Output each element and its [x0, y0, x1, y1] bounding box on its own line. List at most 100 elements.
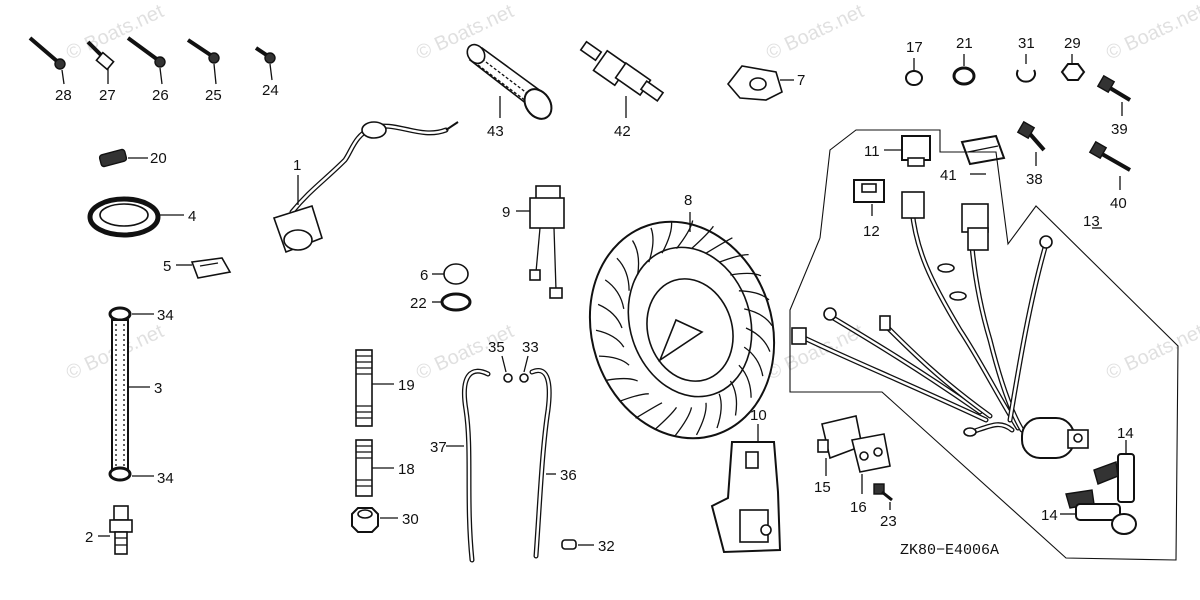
part-7-gasket: [726, 65, 783, 101]
part-14-key-upper: [1093, 453, 1135, 503]
watermark-4: © Boats.net: [1103, 0, 1200, 64]
callout-1: 1: [293, 157, 301, 174]
part-25-bolt: [186, 38, 220, 64]
part-34-clip-bottom: [108, 466, 132, 482]
callout-26: 26: [152, 87, 169, 104]
callout-14-upper: 14: [1117, 425, 1134, 442]
watermark-8: © Boats.net: [1103, 320, 1200, 384]
callout-37: 37: [430, 439, 447, 456]
part-15-switch: [817, 415, 863, 460]
part-27-bolt: [86, 40, 115, 71]
callout-35: 35: [488, 339, 505, 356]
callout-3: 3: [154, 380, 162, 397]
part-16-plate: [851, 433, 891, 473]
part-29-nut: [1060, 63, 1086, 81]
part-5-clamp: [190, 257, 232, 279]
callout-17: 17: [906, 39, 923, 56]
callout-29: 29: [1064, 35, 1081, 52]
part-14-key-lower: [1065, 489, 1137, 535]
flywheel-fin: [595, 329, 625, 348]
part-13-wire-harness: [789, 129, 1179, 561]
flywheel-fin: [631, 240, 640, 276]
flywheel-fin: [729, 380, 738, 416]
flywheel-fin: [604, 279, 625, 310]
part-22-o-ring: [440, 292, 472, 312]
part-3-tube: [111, 319, 129, 471]
callout-25: 25: [205, 87, 222, 104]
drawing-code: ZK80−E4006A: [900, 542, 999, 559]
callout-39: 39: [1111, 121, 1128, 138]
part-10-bracket: [710, 441, 782, 554]
flywheel-fin: [675, 220, 694, 250]
part-34-clip-top: [108, 306, 132, 322]
callout-5: 5: [163, 258, 171, 275]
part-17-washer: [905, 70, 923, 86]
flywheel-fin: [738, 364, 752, 398]
part-40-bolt: [1088, 140, 1131, 172]
callout-7: 7: [797, 72, 805, 89]
callout-11: 11: [864, 143, 880, 160]
callout-21: 21: [956, 35, 973, 52]
part-41-fuse-holder: [960, 134, 1006, 166]
flywheel-fin: [730, 272, 762, 277]
part-6-cap: [443, 263, 469, 285]
part-31-lock-washer: [1016, 69, 1036, 83]
flywheel-fin: [661, 221, 673, 254]
part-39-bolt: [1096, 74, 1132, 102]
callout-31: 31: [1018, 35, 1035, 52]
flywheel-fin: [648, 227, 654, 263]
callout-12: 12: [863, 223, 880, 240]
part-21-washer: [952, 66, 976, 86]
callout-23: 23: [880, 513, 897, 530]
callout-19: 19: [398, 377, 415, 394]
flywheel-fin: [718, 253, 749, 263]
flywheel-fin: [691, 225, 714, 250]
flywheel-fin: [695, 402, 707, 436]
part-19-stud: [355, 349, 373, 427]
callout-10: 10: [750, 407, 767, 424]
flywheel-fin: [744, 308, 773, 327]
callout-27: 27: [99, 87, 116, 104]
part-42-fuel-fitting: [579, 40, 665, 102]
flywheel-fin: [745, 327, 771, 352]
callout-6: 6: [420, 267, 428, 284]
flywheel-fin: [635, 402, 663, 419]
callout-43: 43: [487, 123, 504, 140]
part-38-bolt: [1016, 120, 1046, 152]
callout-16: 16: [850, 499, 867, 516]
callout-2: 2: [85, 529, 93, 546]
flywheel-fin: [716, 393, 722, 429]
part-8-flywheel: [588, 220, 776, 440]
callout-28: 28: [55, 87, 72, 104]
part-2-fitting: [109, 505, 133, 555]
part-4-seal: [87, 196, 161, 238]
part-20-clip: [98, 148, 128, 168]
callout-20: 20: [150, 150, 167, 167]
flywheel-fin: [743, 346, 764, 377]
flywheel-fin: [597, 303, 623, 329]
callout-38: 38: [1026, 171, 1043, 188]
part-9-module: [529, 185, 565, 299]
callout-24: 24: [262, 82, 279, 99]
part-33-clip: [519, 373, 529, 383]
part-1-ignition-coil: [272, 121, 459, 254]
callout-8: 8: [684, 192, 692, 209]
part-32-clip: [561, 539, 577, 550]
callout-36: 36: [560, 467, 577, 484]
flywheel-fin: [674, 407, 693, 436]
callout-30: 30: [402, 511, 419, 528]
part-11-relay: [901, 135, 931, 167]
part-24-bolt: [254, 46, 276, 64]
flywheel-fin: [606, 377, 638, 382]
part-26-bolt: [126, 36, 166, 68]
part-28-bolt: [28, 36, 66, 70]
callout-14-lower: 14: [1041, 507, 1058, 524]
part-36-hose: [529, 368, 552, 559]
flywheel-fin: [654, 407, 678, 431]
part-43-grip: [466, 43, 553, 120]
callout-18: 18: [398, 461, 415, 478]
part-35-clip: [503, 373, 513, 383]
callout-4: 4: [188, 208, 196, 225]
callout-34-bottom: 34: [157, 470, 174, 487]
